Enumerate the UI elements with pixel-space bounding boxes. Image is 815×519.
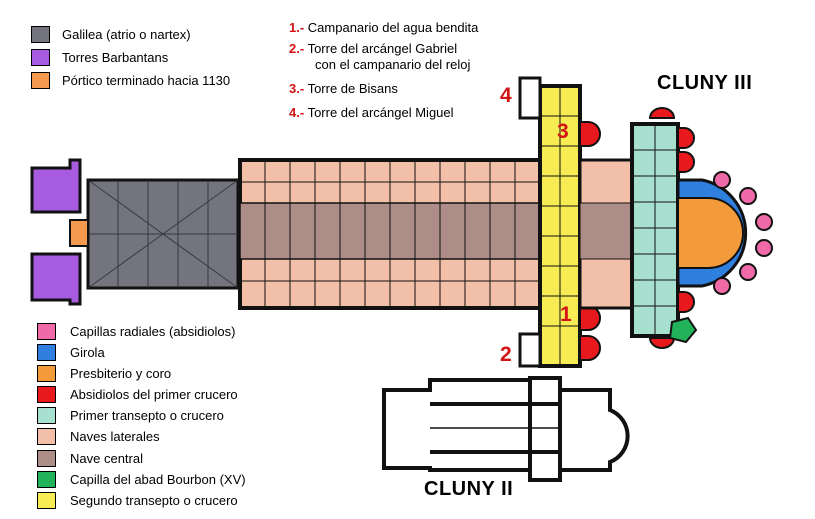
legend-item-nave-central: Nave central [37,450,143,467]
apsidiole-1a [677,127,695,149]
tower-label-1: Campanario del agua bendita [307,20,479,35]
first-transept-grid [632,124,678,336]
apsidiole-2c [579,335,601,361]
nave-grid [240,160,540,308]
apsidiole-1e [648,337,676,349]
tower-number-3: 3.- [289,81,305,96]
tower-label-3: Torre de Bisans [307,81,398,96]
tower-item-3: 3.- Torre de Bisans [289,81,398,97]
second-transept-grid [540,86,580,366]
marker-3: 3 [557,120,569,143]
tower-number-4: 4.- [289,105,305,120]
legend-item-torres-barbantans: Torres Barbantans [31,49,168,66]
legend-item-galilea: Galilea (atrio o nartex) [31,26,191,43]
legend-swatch-presbiterio [37,365,56,382]
legend-swatch-capillas-radiales [37,323,56,340]
barbantans-tower-south [30,252,82,306]
legend-item-absidiolos: Absidiolos del primer crucero [37,386,238,403]
tower-sublabel-2: con el campanario del reloj [315,57,471,72]
tower-item-1: 1.- Campanario del agua bendita [289,20,478,36]
legend-label-capillas-radiales: Capillas radiales (absidiolos) [70,324,236,339]
legend-item-segundo-transepto: Segundo transepto o crucero [37,492,238,509]
legend-item-capilla-bourbon: Capilla del abad Bourbon (XV) [37,471,246,488]
legend-label-nave-central: Nave central [70,451,143,466]
legend-item-primer-transepto: Primer transepto o crucero [37,407,224,424]
legend-swatch-galilea [31,26,50,43]
legend-label-absidiolos: Absidiolos del primer crucero [70,387,238,402]
legend-item-presbiterio: Presbiterio y coro [37,365,171,382]
cluny2-title: CLUNY II [424,478,514,500]
legend-item-girola: Girola [37,344,105,361]
tower-gabriel [518,332,542,368]
legend-swatch-nave-central [37,450,56,467]
presbiterio-area [677,197,744,269]
legend-label-presbiterio: Presbiterio y coro [70,366,172,381]
legend-label-capilla-bourbon: Capilla del abad Bourbon (XV) [70,472,246,487]
legend-swatch-torres-barbantans [31,49,50,66]
legend-swatch-girola [37,344,56,361]
legend-item-capillas-radiales: Capillas radiales (absidiolos) [37,323,235,340]
tower-item-2: 2.- Torre del arcángel Gabriel con el ca… [289,41,470,73]
tower-number-2: 2.- [289,41,305,56]
tower-item-4: 4.- Torre del arcángel Miguel [289,105,454,121]
legend-swatch-portico [31,72,50,89]
legend-label-galilea: Galilea (atrio o nartex) [62,27,191,42]
portico-area [69,219,89,247]
legend-label-segundo-transepto: Segundo transepto o crucero [70,493,238,508]
legend-swatch-naves-laterales [37,428,56,445]
tower-label-4: Torre del arcángel Miguel [307,105,454,120]
choir-bays-central [579,202,633,260]
legend-item-portico: Pórtico terminado hacia 1130 [31,72,230,89]
legend-swatch-segundo-transepto [37,492,56,509]
apsidiole-2b [579,305,601,331]
cluny3-title: CLUNY III [657,72,753,94]
bourbon-chapel [668,316,698,344]
apsidiole-1c [677,291,695,313]
cluny2-outline [382,376,630,482]
tower-number-1: 1.- [289,20,305,35]
galilea-vault-lines [87,179,239,289]
legend-label-portico: Pórtico terminado hacia 1130 [62,73,231,88]
marker-2: 2 [500,343,512,366]
marker-1: 1 [560,303,572,326]
legend-label-girola: Girola [70,345,105,360]
radial-chapels [713,171,773,295]
apsidiole-1b [677,151,695,173]
apsidiole-2a [579,121,601,147]
legend-swatch-capilla-bourbon [37,471,56,488]
tower-label-2: Torre del arcángel Gabriel [307,41,458,56]
legend-label-naves-laterales: Naves laterales [70,429,160,444]
barbantans-tower-north [30,158,82,214]
legend-swatch-absidiolos [37,386,56,403]
apsidiole-1d [648,107,676,119]
tower-miguel [518,76,542,120]
marker-4: 4 [500,84,512,107]
legend-label-torres-barbantans: Torres Barbantans [62,50,169,65]
legend-swatch-primer-transepto [37,407,56,424]
legend-label-primer-transepto: Primer transepto o crucero [70,408,224,423]
legend-item-naves-laterales: Naves laterales [37,428,160,445]
